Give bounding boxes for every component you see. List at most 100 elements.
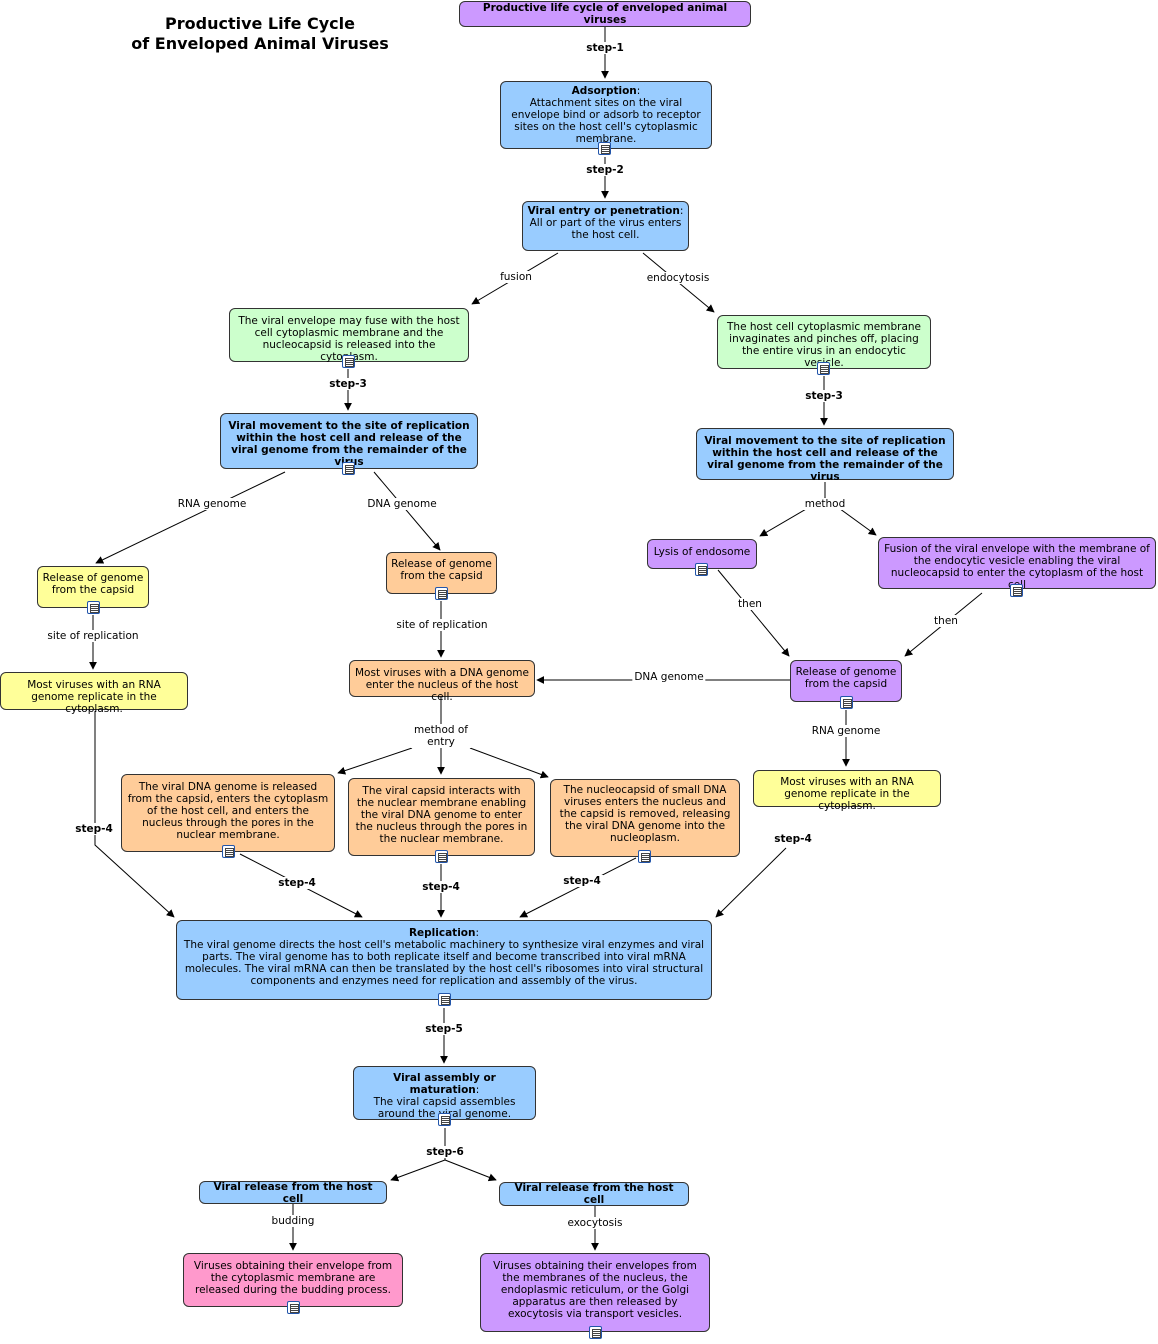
node-rna-left[interactable]: Most viruses with an RNA genome replicat… [0, 672, 188, 715]
document-icon[interactable] [438, 1113, 451, 1126]
label-dna-genome-right: DNA genome [632, 671, 706, 683]
node-assembly-head: Viral assembly or maturation [393, 1072, 496, 1096]
label-step-1: step-1 [584, 42, 626, 54]
node-budding-text: Viruses obtaining their envelope from th… [193, 1260, 393, 1296]
label-step-6: step-6 [424, 1146, 466, 1158]
node-release-purple[interactable]: Release of genome from the capsid [790, 660, 902, 702]
node-root[interactable]: Productive life cycle of enveloped anima… [459, 1, 751, 27]
label-step-3-right: step-3 [803, 390, 845, 402]
node-budding[interactable]: Viruses obtaining their envelope from th… [183, 1253, 403, 1307]
node-entry-head: Viral entry or penetration [527, 205, 680, 217]
document-icon[interactable] [1010, 584, 1023, 597]
label-exocytosis: exocytosis [565, 1217, 625, 1229]
document-icon[interactable] [222, 845, 235, 858]
node-replication[interactable]: Replication: The viral genome directs th… [176, 920, 712, 1000]
node-dna-entry-3-text: The nucleocapsid of small DNA viruses en… [559, 784, 731, 844]
label-step-4-b: step-4 [276, 877, 318, 889]
node-replication-head: Replication [408, 927, 476, 939]
node-movement-left-text: Viral movement to the site of replicatio… [228, 420, 470, 468]
document-icon[interactable] [87, 601, 100, 614]
label-endocytosis: endocytosis [644, 272, 712, 284]
edge-moveleft-orange [373, 471, 441, 551]
node-release-yellow-text: Release of genome from the capsid [42, 572, 144, 596]
edge-lysis-purple [717, 569, 790, 657]
document-icon[interactable] [438, 993, 451, 1006]
label-rna-genome-right: RNA genome [809, 725, 883, 737]
node-rna-right-text: Most viruses with an RNA genome replicat… [780, 776, 914, 812]
node-dna-nucleus[interactable]: Most viruses with a DNA genome enter the… [349, 660, 535, 703]
edge-rnaleft-replication [94, 711, 175, 918]
node-rna-left-text: Most viruses with an RNA genome replicat… [27, 679, 161, 715]
node-fusion-vesicle[interactable]: Fusion of the viral envelope with the me… [878, 537, 1156, 591]
node-release-orange-text: Release of genome from the capsid [391, 558, 492, 582]
document-icon[interactable] [638, 850, 651, 863]
edge-dna3-replication [519, 857, 637, 918]
edge-rnaright-replication [715, 847, 787, 918]
label-then-left: then [736, 598, 764, 610]
node-entry-text: All or part of the virus enters the host… [529, 217, 682, 241]
node-movement-left[interactable]: Viral movement to the site of replicatio… [220, 413, 478, 469]
node-adsorption-head: Adsorption [571, 85, 637, 97]
label-fusion: fusion [498, 271, 534, 283]
node-release-left[interactable]: Viral release from the host cell [199, 1180, 387, 1205]
label-then-right: then [932, 615, 960, 627]
document-icon[interactable] [435, 587, 448, 600]
label-method-of-entry: method of entry [411, 724, 471, 748]
node-movement-right-text: Viral movement to the site of replicatio… [704, 435, 946, 483]
edge-dnanucleus-dna1 [337, 747, 413, 775]
label-budding: budding [269, 1215, 317, 1227]
edge-moveleft-yellow [95, 471, 286, 564]
label-step-4-a: step-4 [73, 823, 115, 835]
node-dna-entry-1-text: The viral DNA genome is released from th… [127, 781, 329, 841]
document-icon[interactable] [435, 850, 448, 863]
node-dna-entry-2-text: The viral capsid interacts with the nucl… [355, 785, 528, 845]
node-release-right[interactable]: Viral release from the host cell [499, 1182, 689, 1206]
label-method: method [802, 498, 848, 510]
document-icon[interactable] [287, 1301, 300, 1314]
node-dna-entry-2[interactable]: The viral capsid interacts with the nucl… [348, 778, 535, 856]
document-icon[interactable] [598, 142, 611, 155]
label-site-replication-mid: site of replication [394, 619, 490, 631]
document-icon[interactable] [840, 696, 853, 709]
title-line-1: Productive Life Cycle [165, 14, 355, 33]
node-release-purple-text: Release of genome from the capsid [795, 666, 897, 690]
node-dna-entry-3[interactable]: The nucleocapsid of small DNA viruses en… [550, 779, 740, 857]
node-exocytosis-text: Viruses obtaining their envelopes from t… [493, 1260, 697, 1320]
label-dna-genome-left: DNA genome [365, 498, 439, 510]
node-exocytosis[interactable]: Viruses obtaining their envelopes from t… [480, 1253, 710, 1332]
node-adsorption-text: Attachment sites on the viral envelope b… [511, 97, 701, 145]
label-step-4-d: step-4 [561, 875, 603, 887]
node-movement-right[interactable]: Viral movement to the site of replicatio… [696, 428, 954, 483]
node-fusion-cytoplasm-text: The viral envelope may fuse with the hos… [238, 315, 460, 363]
label-step-4-e: step-4 [772, 833, 814, 845]
document-icon[interactable] [695, 563, 708, 576]
node-endocytic-vesicle-text: The host cell cytoplasmic membrane invag… [727, 321, 921, 369]
node-adsorption[interactable]: Adsorption: Attachment sites on the vira… [500, 81, 712, 149]
document-icon[interactable] [589, 1326, 602, 1339]
node-fusion-cytoplasm[interactable]: The viral envelope may fuse with the hos… [229, 308, 469, 363]
node-endocytic-vesicle[interactable]: The host cell cytoplasmic membrane invag… [717, 315, 931, 369]
edge-dnanucleus-dna3 [469, 747, 549, 779]
label-step-3-left: step-3 [327, 378, 369, 390]
node-fusion-vesicle-text: Fusion of the viral envelope with the me… [884, 543, 1150, 591]
document-icon[interactable] [817, 362, 830, 375]
node-release-left-text: Viral release from the host cell [213, 1180, 373, 1205]
title-line-2: of Enveloped Animal Viruses [131, 34, 389, 53]
edge-assembly-releaseright [444, 1159, 497, 1182]
node-rna-right[interactable]: Most viruses with an RNA genome replicat… [753, 770, 941, 812]
diagram-title: Productive Life Cycle of Enveloped Anima… [110, 14, 410, 54]
node-dna-entry-1[interactable]: The viral DNA genome is released from th… [121, 774, 335, 852]
label-step-4-c: step-4 [420, 881, 462, 893]
node-assembly[interactable]: Viral assembly or maturation: The viral … [353, 1066, 536, 1120]
document-icon[interactable] [342, 462, 355, 475]
node-root-text: Productive life cycle of enveloped anima… [482, 2, 728, 26]
node-release-orange[interactable]: Release of genome from the capsid [386, 552, 497, 594]
node-replication-text: The viral genome directs the host cell's… [183, 939, 705, 987]
node-lysis-endosome-text: Lysis of endosome [653, 546, 751, 558]
node-entry[interactable]: Viral entry or penetration: All or part … [522, 201, 689, 251]
node-dna-nucleus-text: Most viruses with a DNA genome enter the… [355, 667, 529, 703]
document-icon[interactable] [342, 355, 355, 368]
node-release-right-text: Viral release from the host cell [514, 1182, 674, 1206]
label-site-replication-left: site of replication [45, 630, 141, 642]
label-step-5: step-5 [423, 1023, 465, 1035]
